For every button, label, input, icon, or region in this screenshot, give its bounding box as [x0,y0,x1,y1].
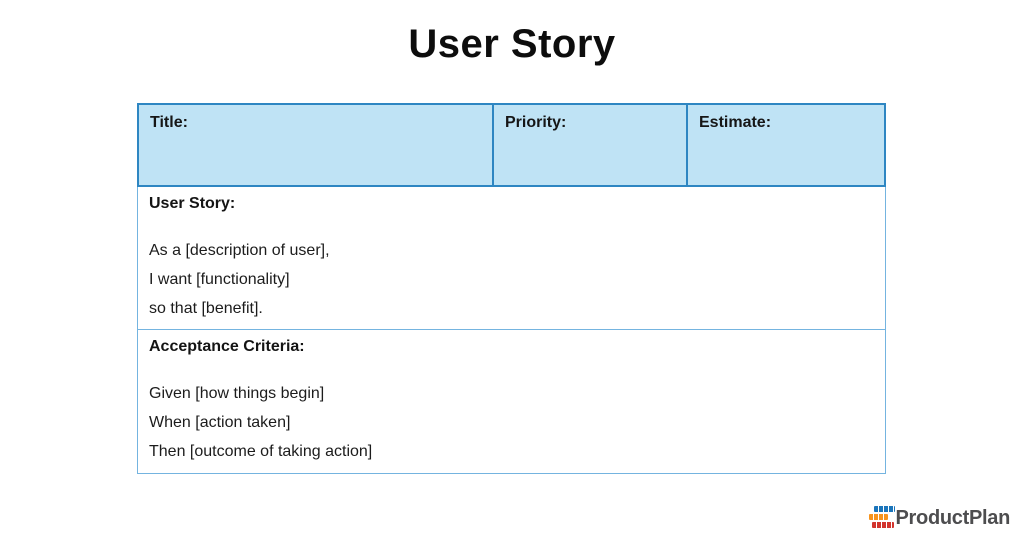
priority-label: Priority: [505,114,567,131]
page-title: User Story [408,22,616,66]
productplan-logo-text: ProductPlan [895,506,1011,529]
user-story-section-label: User Story: [149,195,236,212]
user-story-table: Title: Priority: Estimate: User Story: A… [137,103,886,474]
user-story-line-i-want: I want [functionality] [149,271,290,288]
productplan-roadmap-bars-icon [868,506,895,530]
user-story-line-as-a: As a [description of user], [149,242,330,259]
acceptance-line-then: Then [outcome of taking action] [149,443,373,460]
logo-bar-orange [868,514,888,520]
logo-bar-red [871,522,894,528]
header-cell-estimate: Estimate: [688,105,884,185]
user-story-line-so-that: so that [benefit]. [149,300,263,317]
acceptance-criteria-section: Acceptance Criteria: Given [how things b… [137,330,886,474]
estimate-label: Estimate: [699,114,772,131]
user-story-section: User Story: As a [description of user], … [137,187,886,330]
acceptance-criteria-section-label: Acceptance Criteria: [149,338,305,355]
table-header-row: Title: Priority: Estimate: [137,103,886,187]
productplan-logo: ProductPlan [868,506,1011,530]
title-label: Title: [150,114,188,131]
header-cell-priority: Priority: [494,105,688,185]
logo-bar-blue [873,506,895,512]
acceptance-line-when: When [action taken] [149,414,291,431]
acceptance-line-given: Given [how things begin] [149,385,325,402]
header-cell-title: Title: [139,105,494,185]
